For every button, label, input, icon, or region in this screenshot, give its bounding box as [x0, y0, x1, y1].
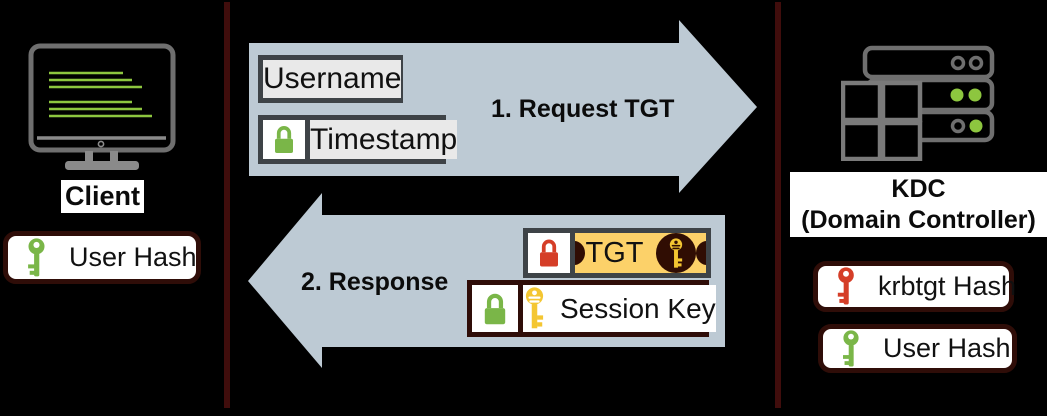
request-arrow: [249, 20, 757, 193]
client-user-hash-badge: User Hash: [3, 231, 201, 284]
client-label-text: Client: [64, 181, 140, 211]
client-label: Client: [61, 180, 144, 213]
username-label: Username: [263, 62, 402, 95]
tgt-label: TGT: [585, 236, 644, 269]
key-icon: [839, 329, 863, 368]
ticket-notch-icon: [696, 241, 706, 265]
right-divider-line: [775, 2, 781, 408]
timestamp-label: Timestamp: [310, 122, 458, 156]
lock-icon: [534, 236, 564, 270]
request-step-label: 1. Request TGT: [491, 95, 675, 123]
response-step-label: 2. Response: [301, 268, 449, 296]
session-key-label: Session Key: [560, 292, 716, 324]
client-user-hash-label: User Hash: [69, 242, 197, 272]
krbtgt-hash-badge: krbtgt Hash: [813, 261, 1017, 312]
tgt-ticket: TGT: [575, 233, 706, 273]
key-icon: [523, 287, 546, 330]
server-stack-icon: [841, 45, 995, 161]
timestamp-box: Timestamp: [258, 115, 458, 164]
kdc-user-hash-badge: User Hash: [818, 324, 1017, 373]
monitor-icon: [28, 43, 176, 171]
kdc-label-line1: KDC: [891, 174, 946, 203]
lock-icon: [269, 123, 299, 156]
krbtgt-hash-label: krbtgt Hash: [878, 271, 1017, 301]
kdc-label-line2: (Domain Controller): [801, 205, 1036, 234]
key-icon: [24, 237, 49, 278]
session-key-box: Session Key: [467, 280, 716, 337]
tgt-box: TGT: [523, 228, 711, 278]
key-medallion-icon: [655, 233, 696, 273]
left-divider-line: [224, 2, 230, 408]
ticket-notch-icon: [575, 241, 585, 265]
lock-icon: [478, 290, 512, 328]
kdc-user-hash-label: User Hash: [883, 333, 1011, 363]
username-box: Username: [258, 55, 403, 103]
key-icon: [834, 267, 858, 306]
kdc-label: KDC (Domain Controller): [790, 172, 1047, 237]
